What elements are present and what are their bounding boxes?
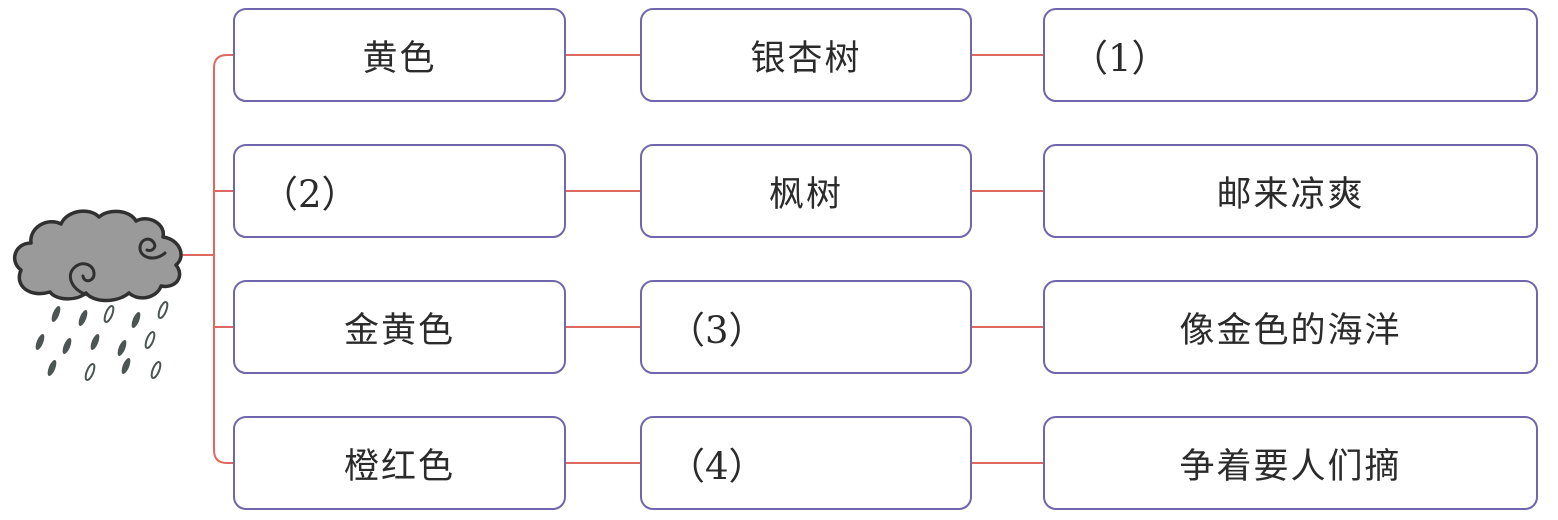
node-color-yellow: 黄色 [233,8,566,102]
node-blank-1: （1） [1043,8,1538,102]
node-mails-coolness: 邮来凉爽 [1043,144,1538,238]
node-golden-ocean: 像金色的海洋 [1043,280,1538,374]
node-color-orange-red: 橙红色 [233,416,566,510]
node-blank-4: （4） [640,416,972,510]
rain-drops [35,301,169,381]
node-people-pick: 争着要人们摘 [1043,416,1538,510]
node-maple-tree: 枫树 [640,144,972,238]
node-color-golden: 金黄色 [233,280,566,374]
connector-trunk [213,54,233,464]
node-ginkgo-tree: 银杏树 [640,8,972,102]
node-blank-2: （2） [233,144,566,238]
node-blank-3: （3） [640,280,972,374]
rain-cloud-icon [8,206,190,382]
